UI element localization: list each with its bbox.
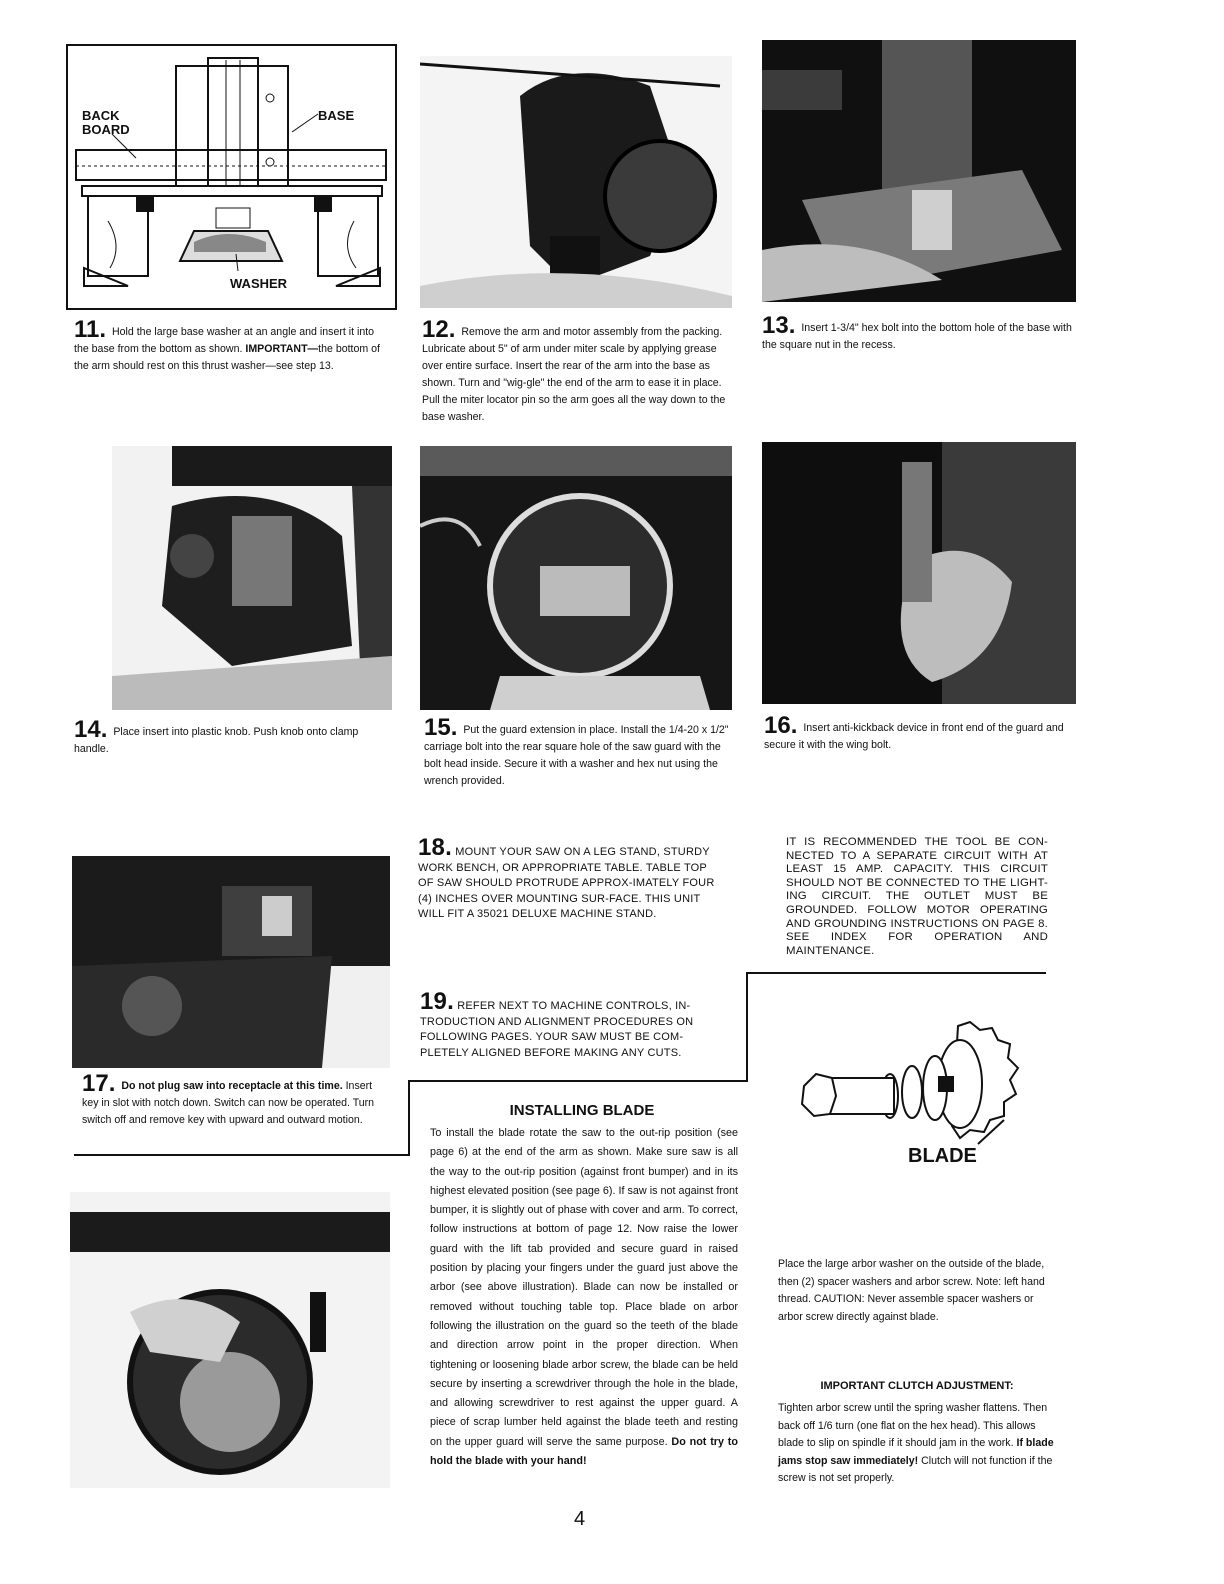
box-rule-mid — [408, 1080, 748, 1082]
arm-insertion-photo — [420, 56, 732, 308]
step-12-caption: 12. Remove the arm and motor assembly fr… — [422, 316, 726, 424]
step-19-text: 19. REFER NEXT TO MACHINE CONTROLS, IN-T… — [420, 988, 694, 1059]
box-rule-left — [746, 972, 748, 1082]
step-16-caption: 16. Insert anti-kickback device in front… — [764, 712, 1064, 752]
step-15-caption: 15. Put the guard extension in place. In… — [424, 714, 729, 788]
blade-label: BLADE — [908, 1145, 977, 1167]
hex-bolt-photo — [762, 40, 1076, 302]
step-12-number: 12. — [422, 316, 456, 343]
step-13-number: 13. — [762, 312, 796, 339]
blade-install-photo — [70, 1192, 390, 1488]
clutch-heading: IMPORTANT CLUTCH ADJUSTMENT: — [820, 1380, 1014, 1392]
step-19-number: 19. — [420, 988, 454, 1015]
plastic-knob-photo — [112, 446, 392, 710]
base-label: BASE — [318, 108, 354, 123]
step-17-number: 17. — [82, 1070, 116, 1097]
step-11-number: 11. — [74, 316, 107, 343]
step-15-number: 15. — [424, 714, 458, 741]
clutch-text: Tighten arbor screw until the spring was… — [778, 1402, 1054, 1484]
base-assembly-drawing: BACK BOARD BASE WASHER — [75, 57, 387, 291]
blade-arbor-diagram: BLADE — [790, 1016, 1040, 1172]
step-11-caption: 11. Hold the large base washer at an ang… — [74, 316, 380, 373]
box-rule-top — [746, 972, 1046, 974]
box-rule-bottom — [74, 1154, 410, 1156]
box-rule-left2 — [408, 1080, 410, 1156]
back-board-label-2: BOARD — [82, 122, 130, 137]
anti-kickback-photo — [762, 442, 1076, 704]
step-13-caption: 13. Insert 1-3/4" hex bolt into the bott… — [762, 312, 1072, 352]
page-number: 4 — [574, 1508, 586, 1530]
guard-extension-photo — [420, 446, 732, 710]
washer-label: WASHER — [230, 276, 288, 291]
base-washer-diagram: BACK BOARD BASE WASHER — [66, 44, 397, 310]
arbor-note: Place the large arbor washer on the outs… — [778, 1258, 1045, 1323]
key-switch-photo — [72, 856, 390, 1068]
step-14-number: 14. — [74, 716, 108, 743]
circuit-note: IT IS RECOMMENDED THE TOOL BE CON-NECTED… — [786, 836, 1048, 957]
installing-blade-body: To install the blade rotate the saw to t… — [430, 1127, 738, 1468]
step-17-caption: 17. Do not plug saw into receptacle at t… — [82, 1070, 375, 1127]
step-16-number: 16. — [764, 712, 798, 739]
back-board-label-1: BACK — [82, 108, 120, 123]
step-18-text: 18. MOUNT YOUR SAW ON A LEG STAND, STURD… — [418, 834, 715, 921]
step-18-number: 18. — [418, 834, 452, 861]
step-14-caption: 14. Place insert into plastic knob. Push… — [74, 716, 359, 756]
installing-blade-heading: INSTALLING BLADE — [509, 1102, 655, 1119]
